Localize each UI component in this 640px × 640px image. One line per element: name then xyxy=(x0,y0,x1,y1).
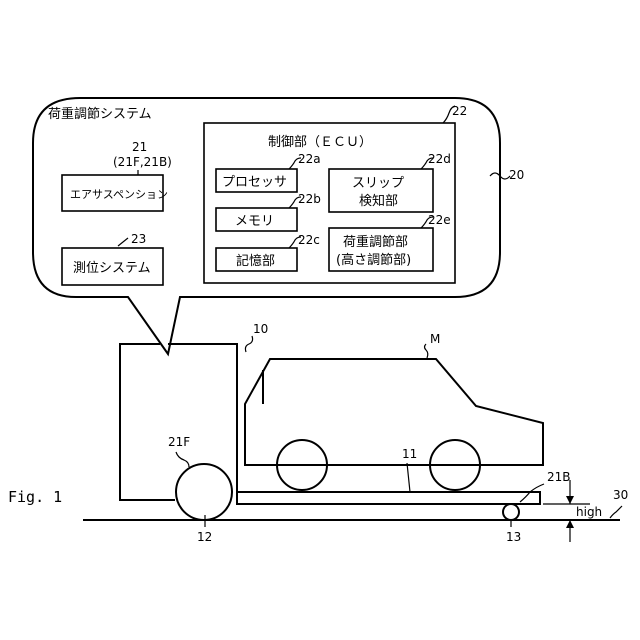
truck-cab xyxy=(120,344,237,500)
bed-ref: 11 xyxy=(402,447,417,461)
storage-ref: 22c xyxy=(298,233,320,247)
front-wheel-num: 12 xyxy=(197,530,212,544)
positioning-ref: 23 xyxy=(131,232,146,246)
load-adjuster-line2: (高さ調節部) xyxy=(336,252,411,268)
load-adjuster-ref: 22e xyxy=(428,213,451,227)
slip-detector-line1: スリップ xyxy=(352,176,404,191)
front-wheel xyxy=(176,464,232,520)
load-adjuster-line1: 荷重調節部 xyxy=(343,234,408,250)
cargo-ref: M xyxy=(430,332,440,346)
cargo-car-body xyxy=(245,359,543,465)
truck-ref-leader xyxy=(245,336,252,352)
rear-wheel-num: 13 xyxy=(506,530,521,544)
callout-title: 荷重調節システム xyxy=(48,106,152,122)
rear-wheel xyxy=(503,504,519,520)
positioning-ref-leader xyxy=(118,238,128,246)
height-dim-arrowhead-bottom xyxy=(566,520,574,528)
bed-ref-leader xyxy=(407,463,410,492)
ecu-title: 制御部（ＥＣＵ） xyxy=(268,135,372,150)
ground-ref: 30 xyxy=(613,488,628,502)
slip-detector-line2: 検知部 xyxy=(359,193,398,209)
callout-ref: 20 xyxy=(509,168,524,182)
positioning-label: 測位システム xyxy=(73,261,151,276)
memory-ref: 22b xyxy=(298,192,321,206)
rear-wheel-suspension-ref: 21B xyxy=(547,470,571,484)
processor-label: プロセッサ xyxy=(222,175,287,190)
air-suspension-ref: 21 xyxy=(132,140,147,154)
height-dim-arrowhead-top xyxy=(566,496,574,504)
ecu-ref: 22 xyxy=(452,104,467,118)
processor-ref: 22a xyxy=(298,152,321,166)
loading-bed xyxy=(237,492,540,504)
memory-label: メモリ xyxy=(235,214,274,229)
air-suspension-ref-sub: (21F,21B) xyxy=(113,155,172,169)
height-label: high xyxy=(576,505,602,519)
ground-ref-leader xyxy=(610,506,622,518)
storage-label: 記憶部 xyxy=(236,253,275,269)
front-wheel-ref-leader xyxy=(176,452,189,467)
air-suspension-label: エアサスペンション xyxy=(70,188,168,201)
truck-ref: 10 xyxy=(253,322,268,336)
slip-detector-ref: 22d xyxy=(428,152,451,166)
front-wheel-suspension-ref: 21F xyxy=(168,435,190,449)
figure-label: Fig. 1 xyxy=(8,488,62,506)
cargo-ref-leader xyxy=(425,344,428,358)
